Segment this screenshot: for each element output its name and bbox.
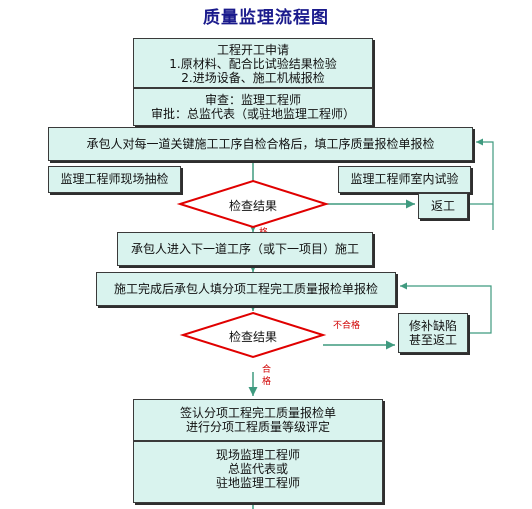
site-sampling-box: 监理工程师现场抽检 — [48, 166, 181, 193]
start-application-box: 工程开工申请 1.原材料、配合比试验结果检验 2.进场设备、施工机械报检 — [133, 38, 373, 88]
text-line: 总监代表或 — [227, 462, 288, 476]
text-line: 返工 — [430, 199, 455, 213]
review-approval-box: 审查：监理工程师 审批：总监代表（或驻地监理工程师） — [133, 88, 373, 126]
decision-2-label: 检查结果 — [228, 330, 277, 344]
decision-1-label: 检查结果 — [228, 199, 277, 213]
repair-box: 修补缺陷 甚至返工 — [398, 313, 468, 353]
lab-test-box: 监理工程师室内试验 — [338, 166, 471, 193]
text-line: 承包人对每一道关键施工工序自检合格后，填工序质量报检单报检 — [86, 137, 435, 151]
signatories-box: 现场监理工程师 总监代表或 驻地监理工程师 — [133, 441, 383, 503]
text-line: 监理工程师现场抽检 — [60, 172, 169, 186]
text-line: 审批：总监代表（或驻地监理工程师） — [150, 107, 355, 121]
decision-diamond-2 — [179, 311, 327, 359]
page-title: 质量监理流程图 — [203, 8, 329, 28]
next-process-box: 承包人进入下一道工序（或下一项目）施工 — [117, 232, 373, 266]
decision-diamond-1 — [176, 179, 330, 229]
rework-box: 返工 — [418, 193, 468, 219]
text-line: 施工完成后承包人填分项工程完工质量报检单报检 — [113, 282, 378, 296]
text-line: 现场监理工程师 — [215, 448, 300, 462]
text-line: 甚至返工 — [408, 333, 457, 347]
text-line: 审查：监理工程师 — [204, 93, 301, 107]
contractor-self-inspection-box: 承包人对每一道关键施工工序自检合格后，填工序质量报检单报检 — [48, 127, 473, 161]
pass-label-2: 合格 — [262, 365, 272, 387]
text-line: 承包人进入下一道工序（或下一项目）施工 — [130, 242, 359, 256]
text-line: 签认分项工程完工质量报检单 — [179, 406, 336, 420]
loop-line — [468, 138, 494, 205]
fail-label-2: 不合格 — [333, 321, 361, 331]
text-line: 2.进场设备、施工机械报检 — [181, 71, 325, 85]
text-line: 修补缺陷 — [408, 319, 457, 333]
text-line: 工程开工申请 — [216, 43, 289, 57]
confirm-evaluation-box: 签认分项工程完工质量报检单 进行分项工程质量等级评定 — [133, 399, 383, 441]
text-line: 监理工程师室内试验 — [350, 172, 459, 186]
text-line: 1.原材料、配合比试验结果检验 — [169, 57, 337, 71]
text-line: 驻地监理工程师 — [215, 476, 300, 490]
text-line: 进行分项工程质量等级评定 — [185, 420, 330, 434]
completion-report-box: 施工完成后承包人填分项工程完工质量报检单报检 — [96, 272, 396, 306]
loop-line — [400, 282, 492, 334]
